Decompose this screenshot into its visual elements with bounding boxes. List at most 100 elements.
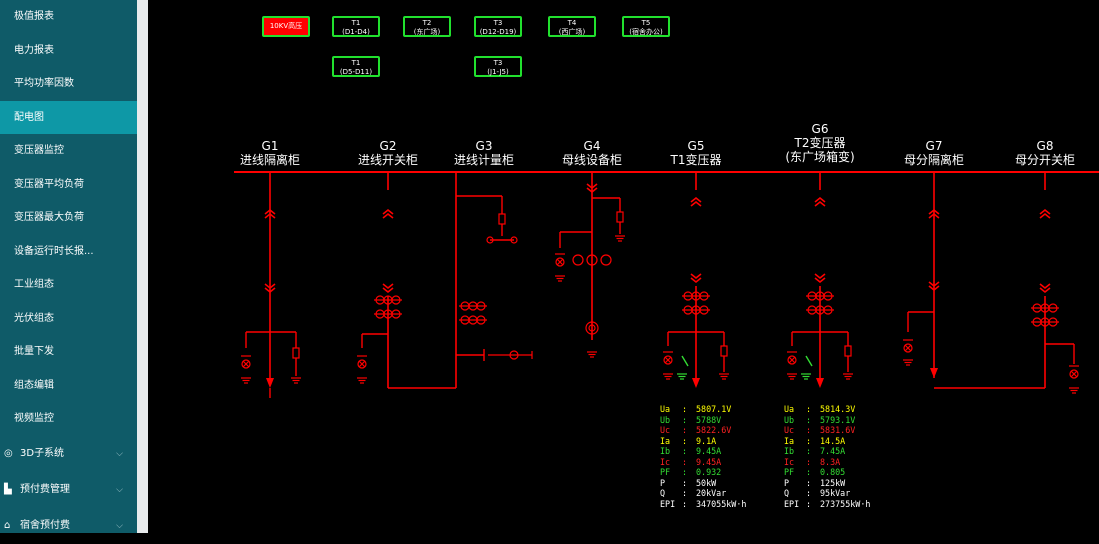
measurement-value: 125kW	[820, 477, 846, 488]
measurement-label: Ia	[784, 435, 795, 446]
nav-button-t5-dorm-office[interactable]: T5(宿舍办公)	[622, 16, 670, 37]
sidebar-item-extreme-report[interactable]: 极值报表	[14, 11, 54, 22]
nav-button-t1-d5-d11[interactable]: T1(D5-D11)	[332, 56, 380, 77]
measurement-separator: :	[806, 488, 812, 498]
measurement-row: Ua:5814.3V	[784, 404, 870, 415]
measurement-label: P	[784, 477, 790, 488]
measurement-separator: :	[806, 425, 812, 435]
measurement-row: Ub:5788V	[660, 415, 746, 426]
nav-button-sublabel: (J1-J5)	[487, 67, 509, 76]
nav-button-t3-d12-d19[interactable]: T3(D12-D19)	[474, 16, 522, 37]
sidebar-item-distribution-diagram[interactable]: 配电图	[0, 100, 137, 134]
nav-button-t1-d1-d4[interactable]: T1(D1-D4)	[332, 16, 380, 37]
measurement-value: 14.5A	[820, 435, 846, 446]
measurement-label: Uc	[784, 425, 795, 435]
sidebar-item-config-edit[interactable]: 组态编辑	[14, 379, 54, 391]
nav-button-label: T3	[493, 59, 503, 67]
sidebar-item-avg-power-factor[interactable]: 平均功率因数	[14, 78, 74, 89]
single-line-diagram: 10KV高压 T1(D1-D4) T2(东广场) T3(D12-D19) T4(…	[148, 0, 1099, 533]
feeder-g1	[240, 172, 302, 398]
cabinet-name: 进线隔离柜	[239, 153, 301, 167]
measurement-value: 5814.3V	[820, 404, 856, 414]
sidebar-group-dorm-prepaid[interactable]: ⌂宿舍预付费⌵	[0, 508, 137, 544]
cabinet-name: T2变压器	[794, 136, 846, 150]
measurement-value: 5788V	[696, 414, 722, 425]
nav-button-t4-west-square[interactable]: T4(西广场)	[548, 16, 596, 37]
sidebar-group-prepaid[interactable]: ▙预付费管理⌵	[0, 472, 137, 508]
nav-button-sublabel: (宿舍办公)	[629, 27, 663, 36]
measurement-label: EPI	[660, 498, 676, 509]
measurement-row: PF:0.932	[660, 467, 746, 478]
measurement-separator: :	[682, 446, 688, 456]
nav-button-label: T3	[493, 19, 503, 27]
feeder-g6	[786, 172, 854, 388]
measurement-label: Ub	[784, 414, 795, 425]
cube-icon: ◎	[4, 447, 13, 459]
measurement-row: P:50kW	[660, 478, 746, 489]
measurement-label: Ub	[660, 414, 671, 425]
sidebar-item-pv-config[interactable]: 光伏组态	[14, 312, 54, 324]
measurement-row: Ic:8.3A	[784, 457, 870, 468]
cabinet-name: 母分隔离柜	[903, 153, 965, 167]
nav-button-label: T1	[351, 59, 361, 67]
nav-button-sublabel: (西广场)	[558, 27, 586, 36]
sidebar-item-transformer-monitor[interactable]: 变压器监控	[14, 145, 64, 156]
measurement-label: Ic	[660, 456, 671, 467]
nav-button-sublabel: (D1-D4)	[342, 27, 370, 36]
measurement-row: Ia:9.1A	[660, 436, 746, 447]
sidebar-item-transformer-max-load[interactable]: 变压器最大负荷	[14, 212, 84, 223]
sidebar-item-video-monitor[interactable]: 视频监控	[14, 413, 54, 424]
measurement-label: Q	[784, 488, 790, 498]
cabinet-id: G6	[811, 122, 829, 136]
sidebar-item-industrial-config[interactable]: 工业组态	[14, 279, 54, 290]
measurement-row: PF:0.805	[784, 467, 870, 478]
nav-button-label: T5	[641, 19, 651, 27]
measurement-label: Ib	[660, 446, 671, 456]
measurement-label: PF	[784, 467, 795, 477]
sidebar: 极值报表 电力报表 平均功率因数 配电图 变压器监控 变压器平均负荷 变压器最大…	[0, 0, 137, 533]
measurement-row: Ib:9.45A	[660, 446, 746, 457]
measurement-separator: :	[682, 477, 688, 488]
nav-button-t3-j1-j5[interactable]: T3(J1-J5)	[474, 56, 522, 77]
sidebar-item-batch-send[interactable]: 批量下发	[14, 346, 54, 357]
measurement-value: 95kVar	[820, 488, 851, 498]
measurement-separator: :	[806, 467, 812, 477]
measurement-separator: :	[806, 446, 812, 456]
measurement-label: Q	[660, 488, 666, 498]
cabinet-name: 进线开关柜	[357, 153, 419, 167]
sidebar-item-runtime-report[interactable]: 设备运行时长报...	[14, 245, 94, 257]
measurement-value: 7.45A	[820, 446, 846, 456]
nav-button-sublabel: (东广场)	[413, 27, 441, 36]
feeder-g7	[902, 172, 1045, 389]
sidebar-item-transformer-avg-load[interactable]: 变压器平均负荷	[14, 178, 84, 190]
nav-button-10kv[interactable]: 10KV高压	[262, 16, 310, 37]
measurement-separator: :	[806, 404, 812, 414]
measurement-value: 50kW	[696, 477, 717, 488]
chevron-down-icon: ⌵	[116, 520, 123, 531]
measurement-value: 5822.6V	[696, 425, 732, 435]
measurement-separator: :	[682, 498, 688, 509]
measurement-value: 347055kW·h	[696, 498, 747, 509]
cabinet-id: G7	[925, 139, 943, 153]
measurement-label: Uc	[660, 425, 671, 435]
measurement-row: Ic:9.45A	[660, 457, 746, 468]
sidebar-item-power-report[interactable]: 电力报表	[14, 44, 54, 56]
chart-icon: ▙	[4, 483, 12, 495]
cabinet-id: G1	[261, 139, 279, 153]
cabinet-id: G5	[687, 139, 705, 153]
nav-button-label: T4	[567, 19, 577, 27]
nav-button-t2-east-square[interactable]: T2(东广场)	[403, 16, 451, 37]
measurement-separator: :	[682, 456, 688, 467]
sidebar-group-3d[interactable]: ◎3D子系统⌵	[0, 436, 137, 472]
measurement-value: 5793.1V	[820, 414, 856, 425]
measurement-label: Ua	[660, 404, 671, 414]
